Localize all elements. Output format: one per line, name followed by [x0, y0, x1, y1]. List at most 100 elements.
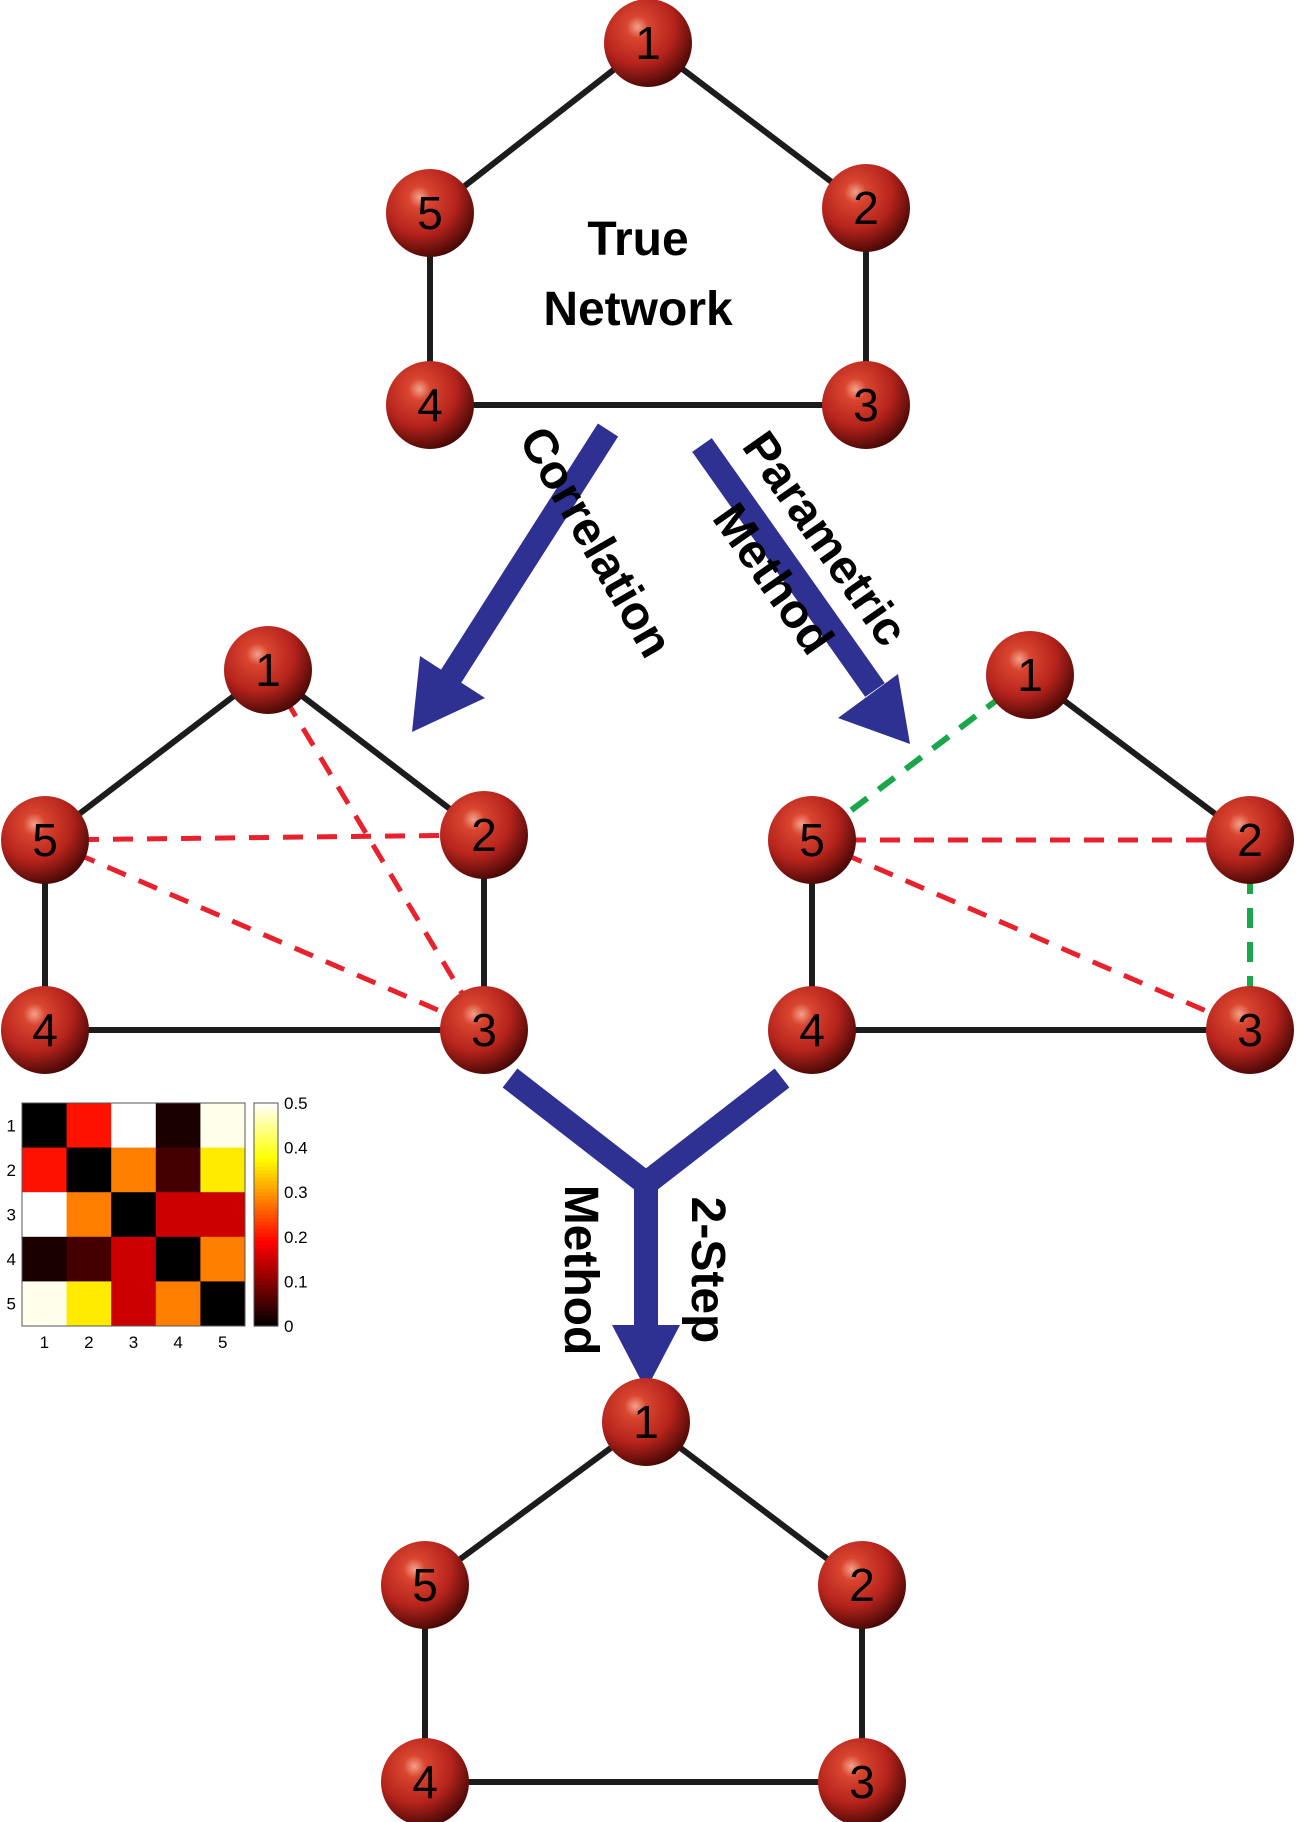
two-step-label-line2: Method [554, 1185, 607, 1356]
colorbar-segment [254, 1199, 278, 1204]
node-ball [1, 796, 89, 884]
node-ball [381, 1738, 469, 1822]
colorbar-segment [254, 1292, 278, 1297]
colorbar-segment [254, 1132, 278, 1138]
colorbar-segment [254, 1192, 278, 1197]
colorbar-segment [254, 1158, 278, 1164]
node-label: 4 [799, 1004, 825, 1056]
node-label: 4 [32, 1004, 58, 1056]
heatmap-cell-5-2 [66, 1281, 112, 1327]
colorbar-frame [253, 1102, 279, 1327]
colorbar-segment [254, 1117, 278, 1123]
colorbar-segment [254, 1311, 278, 1316]
colorbar-tick-label: 0.2 [284, 1228, 308, 1247]
node-label: 4 [412, 1756, 438, 1808]
colorbar-segment [254, 1262, 278, 1268]
heatmap-cell-1-1 [22, 1103, 68, 1149]
node-ball [440, 986, 528, 1074]
node-label: 3 [853, 379, 879, 431]
colorbar-segment [254, 1255, 278, 1260]
node-ball [822, 164, 910, 252]
heatmap-cell-4-1 [22, 1236, 68, 1282]
heatmap-cell-1-4 [155, 1103, 201, 1149]
heatmap-cell-1-5 [200, 1103, 246, 1149]
two-step-arrow [502, 1068, 790, 1390]
colorbar-segment [254, 1166, 278, 1171]
colorbar-segment [254, 1229, 278, 1234]
colorbar-segment [254, 1218, 278, 1223]
node-ball [1206, 796, 1294, 884]
false-positive-edge-5-3 [44, 837, 485, 1033]
edge-5-1 [428, 40, 650, 216]
colorbar-segment [254, 1244, 278, 1249]
heatmap-row-label: 4 [7, 1250, 16, 1269]
node-4: 4 [386, 361, 474, 449]
node-4: 4 [768, 986, 856, 1074]
arrow-labels: Correlation Parametric Method 2-Step Met… [508, 418, 917, 1355]
colorbar-segment [254, 1307, 278, 1312]
node-ball [440, 791, 528, 879]
node-ball [818, 1738, 906, 1822]
false-positive-edge-1-3 [265, 668, 487, 1032]
edge-1-2 [1028, 672, 1252, 843]
colorbar-segment [254, 1184, 278, 1190]
colorbar-segment [254, 1151, 278, 1156]
colorbar-segment [254, 1221, 278, 1227]
colorbar-segment [254, 1277, 278, 1282]
colorbar-segment [254, 1136, 278, 1141]
node-ball [768, 796, 856, 884]
node-label: 1 [635, 17, 661, 69]
true-network-title-line1: True [587, 213, 688, 266]
node-5: 5 [386, 169, 474, 257]
colorbar-segment [254, 1173, 278, 1178]
heatmap-col-label: 5 [218, 1333, 227, 1352]
colorbar-segment [254, 1147, 278, 1152]
colorbar-segment [254, 1207, 278, 1212]
colorbar-segment [254, 1233, 278, 1238]
node-3: 3 [822, 361, 910, 449]
node-ball [386, 169, 474, 257]
colorbar-segment [254, 1314, 278, 1320]
heatmap-row-label: 5 [7, 1295, 16, 1314]
false-positive-edge-5-3 [811, 837, 1251, 1033]
node-label: 2 [1237, 814, 1263, 866]
node-label: 3 [849, 1756, 875, 1808]
node-ball [604, 0, 692, 87]
colorbar-segment [254, 1299, 278, 1305]
colorbar-segment [254, 1125, 278, 1130]
node-4: 4 [1, 986, 89, 1074]
colorbar-segment [254, 1285, 278, 1290]
colorbar-tick-label: 0.5 [284, 1094, 308, 1113]
two-step-label-line1: 2-Step [681, 1197, 734, 1344]
colorbar-segment [254, 1110, 278, 1115]
heatmap-cell-2-2 [66, 1147, 112, 1193]
heatmap-row-label: 2 [7, 1161, 16, 1180]
colorbar-segment [254, 1181, 278, 1186]
colorbar-segment [254, 1270, 278, 1275]
colorbar-segment [254, 1210, 278, 1216]
colorbar-segment [254, 1177, 278, 1182]
heatmap-cell-2-3 [111, 1147, 157, 1193]
colorbar-segment [254, 1155, 278, 1160]
node-ball [768, 986, 856, 1074]
heatmap-row-label: 1 [7, 1116, 16, 1135]
colorbar-segment [254, 1140, 278, 1145]
node-1: 1 [986, 631, 1074, 719]
heatmap-cell-2-4 [155, 1147, 201, 1193]
heatmap-cell-1-3 [111, 1103, 157, 1149]
colorbar-tick-label: 0.3 [284, 1183, 308, 1202]
node-ball [224, 626, 312, 714]
colorbar-segment [254, 1273, 278, 1279]
heatmap-col-label: 3 [129, 1333, 138, 1352]
colorbar-segment [254, 1188, 278, 1193]
colorbar-tick-label: 0.1 [284, 1272, 308, 1291]
heatmap-col-label: 4 [173, 1333, 182, 1352]
arrows [412, 423, 910, 1390]
colorbar-segment [254, 1195, 278, 1201]
colorbar-segment [254, 1236, 278, 1242]
node-ball [1, 986, 89, 1074]
